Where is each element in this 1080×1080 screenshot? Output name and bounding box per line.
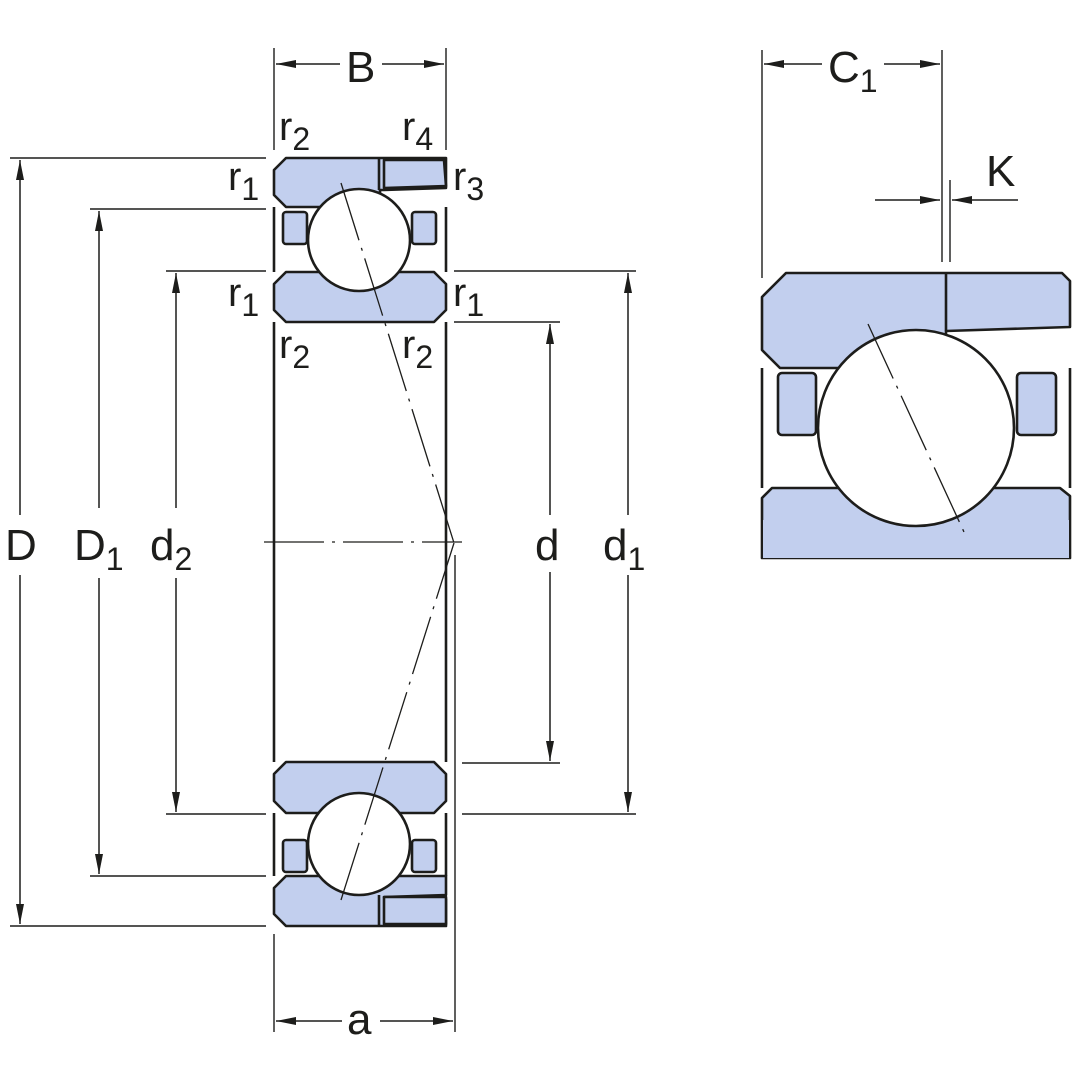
detail-section: C1 K [760,43,1072,560]
label-r2-bottom-left: r2 [279,323,310,375]
dimensions [10,48,636,1032]
main-labels: B D D1 d2 d d1 a r2 r4 r1 r3 r1 r1 r2 r2 [5,43,645,1044]
label-D: D [5,521,37,570]
outer-ring-top-shoulder [382,158,448,190]
cage-top-left [281,210,309,246]
label-r1-mid-left: r1 [228,271,259,323]
cage-bottom-right [410,838,438,874]
label-a: a [347,995,372,1044]
inner-ring-bottom [272,760,448,815]
detail-contact-line [867,323,965,533]
label-d: d [535,521,559,570]
label-K: K [986,147,1015,196]
label-C1: C1 [828,43,878,99]
label-r4: r4 [402,105,433,157]
label-d2: d2 [150,521,192,577]
label-r2-top-left: r2 [279,105,310,157]
detail-cage-left [776,371,818,437]
detail-cage-right [1015,371,1058,437]
label-D1: D1 [74,521,124,577]
label-B: B [346,43,375,92]
label-r3: r3 [453,155,484,207]
contact-line-top [340,182,455,544]
main-section [264,156,462,928]
label-r1-mid-right: r1 [453,271,484,323]
label-r1-top-left: r1 [228,155,259,207]
contact-line-bottom [340,542,455,901]
cage-top-right [410,210,438,246]
label-r2-bottom-right: r2 [402,323,433,375]
cage-bottom-left [281,838,309,874]
label-d1: d1 [603,521,645,577]
inner-ring-top [272,270,448,324]
